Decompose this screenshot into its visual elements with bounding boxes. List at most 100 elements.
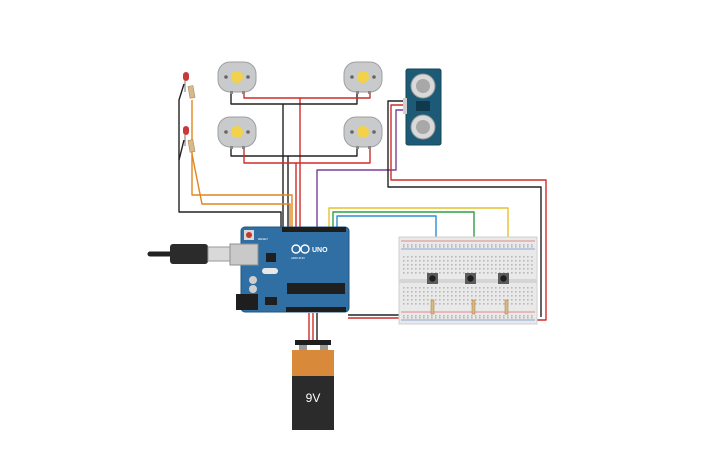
battery-9v[interactable]: 9V <box>292 340 334 430</box>
breadboard-hole <box>487 244 489 246</box>
wire-led-black[interactable] <box>178 83 282 230</box>
wire-led2-black[interactable] <box>178 139 185 161</box>
breadboard-hole <box>403 303 405 305</box>
breadboard-hole <box>439 264 441 266</box>
breadboard-hole <box>439 268 441 270</box>
breadboard-hole <box>467 246 469 248</box>
analog-header <box>286 307 346 312</box>
battery-terminal-icon <box>299 345 307 350</box>
breadboard-hole <box>435 256 437 258</box>
led-1[interactable] <box>183 72 196 99</box>
motor-pin <box>356 146 359 149</box>
breadboard-hole <box>507 244 509 246</box>
breadboard-hole <box>431 291 433 293</box>
battery-cap <box>295 340 331 345</box>
breadboard-hole <box>515 272 517 274</box>
resistor-icon <box>187 85 196 99</box>
ultrasonic-sensor[interactable] <box>403 68 442 146</box>
motor-top-right[interactable] <box>343 61 383 94</box>
button-cap-icon <box>429 275 436 282</box>
breadboard-hole <box>531 244 533 246</box>
breadboard-hole <box>523 317 525 319</box>
wire-led2-orange[interactable] <box>191 153 291 230</box>
breadboard-hole <box>531 287 533 289</box>
breadboard-hole <box>531 317 533 319</box>
wire-motor-bl-red[interactable] <box>243 147 297 230</box>
breadboard-hole <box>403 246 405 248</box>
breadboard-hole <box>431 260 433 262</box>
breadboard-hole <box>499 299 501 301</box>
reset-button[interactable] <box>246 232 252 238</box>
wire-motor-br-black[interactable] <box>288 147 358 157</box>
motor-shaft-icon <box>231 71 243 83</box>
breadboard-hole <box>487 256 489 258</box>
breadboard-hole <box>423 256 425 258</box>
wire-motor-br-red[interactable] <box>296 147 371 164</box>
breadboard-hole <box>419 303 421 305</box>
breadboard-hole <box>511 287 513 289</box>
breadboard-hole <box>515 246 517 248</box>
breadboard-hole <box>507 315 509 317</box>
breadboard-hole <box>443 291 445 293</box>
sensor-transducer-inner <box>416 79 430 93</box>
wire-motor-tl-black[interactable] <box>230 92 284 230</box>
wire-sensor-purple[interactable] <box>316 109 406 230</box>
pushbutton-3[interactable] <box>498 273 509 284</box>
breadboard-hole <box>475 295 477 297</box>
wire-motor-tr-red[interactable] <box>300 92 371 99</box>
breadboard-hole <box>527 272 529 274</box>
breadboard-hole <box>511 299 513 301</box>
wire-motor-tr-black[interactable] <box>283 92 358 105</box>
breadboard-hole <box>507 317 509 319</box>
breadboard-hole <box>463 295 465 297</box>
breadboard-hole <box>439 246 441 248</box>
usb-cable[interactable] <box>147 244 231 264</box>
breadboard-hole <box>471 256 473 258</box>
breadboard-hole <box>511 268 513 270</box>
wire-button3-yellow[interactable] <box>328 207 509 256</box>
crystal <box>262 268 278 274</box>
breadboard-hole <box>435 291 437 293</box>
breadboard-hole <box>519 315 521 317</box>
breadboard-hole <box>443 287 445 289</box>
breadboard-hole <box>439 303 441 305</box>
wire-motor-bl-black[interactable] <box>230 147 289 230</box>
resistor-icon[interactable] <box>471 299 476 315</box>
motor-pin <box>230 91 233 94</box>
motor-bottom-left[interactable] <box>217 116 257 149</box>
resistor-icon[interactable] <box>430 299 435 315</box>
breadboard-hole <box>531 303 533 305</box>
breadboard-hole <box>519 295 521 297</box>
motor-top-left[interactable] <box>217 61 257 94</box>
breadboard-hole <box>451 268 453 270</box>
arduino-uno-board[interactable]: RESET UNO ARDUINO <box>229 226 350 313</box>
wire-button2-green[interactable] <box>332 211 475 256</box>
breadboard-hole <box>411 272 413 274</box>
breadboard-hole <box>523 256 525 258</box>
arduino-usb-jack <box>229 243 259 266</box>
resistor-icon[interactable] <box>504 299 509 315</box>
breadboard-hole <box>455 317 457 319</box>
breadboard-hole <box>463 299 465 301</box>
pushbutton-1[interactable] <box>427 273 438 284</box>
breadboard-hole <box>459 268 461 270</box>
breadboard-hole <box>531 260 533 262</box>
breadboard-hole <box>495 303 497 305</box>
breadboard-hole <box>527 295 529 297</box>
breadboard-hole <box>519 264 521 266</box>
motor-bottom-right[interactable] <box>343 116 383 149</box>
breadboard-hole <box>407 295 409 297</box>
breadboard-hole <box>523 291 525 293</box>
breadboard-hole <box>491 287 493 289</box>
pushbutton-2[interactable] <box>465 273 476 284</box>
breadboard-hole <box>503 264 505 266</box>
breadboard-hole <box>443 246 445 248</box>
wire-button1-blue[interactable] <box>336 215 437 256</box>
breadboard-hole <box>491 291 493 293</box>
breadboard-hole <box>455 256 457 258</box>
breadboard-hole <box>475 287 477 289</box>
arduino-brand-label: ARDUINO <box>291 256 306 260</box>
led-2[interactable] <box>183 126 196 153</box>
wire-motor-tl-red[interactable] <box>243 92 301 230</box>
wire-sensor-black[interactable] <box>387 100 542 317</box>
